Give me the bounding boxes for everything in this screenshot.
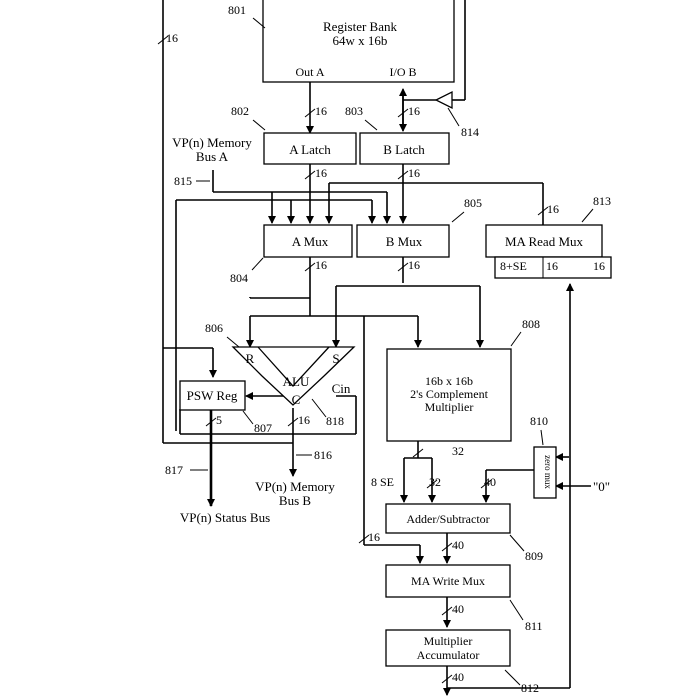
ref-813: 813 bbox=[593, 194, 611, 208]
svg-text:16b x 16b: 16b x 16b bbox=[425, 374, 473, 388]
zero-constant-label: "0" bbox=[593, 479, 610, 494]
svg-text:2's Complement: 2's Complement bbox=[410, 387, 488, 401]
reference-numbers: 801 802 803 804 805 806 807 808 809 810 … bbox=[165, 3, 611, 695]
svg-text:Adder/Subtractor: Adder/Subtractor bbox=[406, 512, 489, 526]
out-a-port: Out A bbox=[295, 65, 324, 79]
b-latch: B Latch bbox=[359, 132, 450, 165]
ref-806: 806 bbox=[205, 321, 223, 335]
io-b-port: I/O B bbox=[390, 65, 417, 79]
width-b-latch: 16 bbox=[408, 166, 420, 180]
svg-text:PSW Reg: PSW Reg bbox=[187, 388, 238, 403]
ma-read-mux: MA Read Mux bbox=[485, 224, 612, 279]
width-a-latch: 16 bbox=[315, 166, 327, 180]
zero-mux: zero mux bbox=[533, 446, 557, 499]
width-a-mux: 16 bbox=[315, 258, 327, 272]
svg-text:A Mux: A Mux bbox=[292, 234, 329, 249]
width-16-adder: 16 bbox=[368, 530, 380, 544]
a-mux: A Mux bbox=[263, 224, 353, 258]
svg-text:Multiplier: Multiplier bbox=[424, 634, 473, 648]
width-ma-read-8se: 8+SE bbox=[500, 259, 527, 273]
ref-803: 803 bbox=[345, 104, 363, 118]
width-multiplier: 32 bbox=[452, 444, 464, 458]
wires bbox=[162, 0, 591, 696]
width-write-mux-out: 40 bbox=[452, 602, 464, 616]
ref-801: 801 bbox=[228, 3, 246, 17]
ref-817: 817 bbox=[165, 463, 183, 477]
ref-814: 814 bbox=[461, 125, 479, 139]
ref-818: 818 bbox=[326, 414, 344, 428]
register-bank-title: Register Bank bbox=[323, 19, 398, 34]
width-adder-out: 40 bbox=[452, 538, 464, 552]
ref-815: 815 bbox=[174, 174, 192, 188]
alu-cin-input: Cin bbox=[332, 381, 351, 396]
multiplier-accumulator: Multiplier Accumulator bbox=[385, 629, 511, 667]
alu: R S ALU C Cin bbox=[231, 346, 356, 407]
ref-802: 802 bbox=[231, 104, 249, 118]
svg-text:zero mux: zero mux bbox=[543, 455, 553, 489]
psw-reg: PSW Reg bbox=[179, 380, 246, 411]
alu-r-input: R bbox=[246, 351, 255, 366]
alu-c-output: C bbox=[292, 392, 301, 407]
svg-text:MA Read Mux: MA Read Mux bbox=[505, 234, 584, 249]
width-ma-read: 16 bbox=[547, 202, 559, 216]
ref-811: 811 bbox=[525, 619, 543, 633]
memory-bus-a-sublabel: Bus A bbox=[196, 149, 229, 164]
width-ma-read-right: 16 bbox=[593, 259, 605, 273]
svg-text:Accumulator: Accumulator bbox=[417, 648, 480, 662]
width-alu-out: 16 bbox=[298, 413, 310, 427]
ref-812: 812 bbox=[521, 681, 539, 695]
width-io-b: 16 bbox=[408, 104, 420, 118]
width-8se: 8 SE bbox=[371, 475, 394, 489]
alu-s-input: S bbox=[332, 351, 339, 366]
adder-subtractor: Adder/Subtractor bbox=[385, 503, 511, 534]
alu-label: ALU bbox=[283, 374, 310, 389]
ref-805: 805 bbox=[464, 196, 482, 210]
svg-text:A Latch: A Latch bbox=[289, 142, 331, 157]
svg-text:B Latch: B Latch bbox=[383, 142, 425, 157]
width-left: 16 bbox=[166, 31, 178, 45]
width-b-mux: 16 bbox=[408, 258, 420, 272]
ref-807: 807 bbox=[254, 421, 272, 435]
register-bank: Register Bank 64w x 16b Out A I/O B bbox=[262, 0, 455, 83]
ref-809: 809 bbox=[525, 549, 543, 563]
width-out-a: 16 bbox=[315, 104, 327, 118]
multiplier: 16b x 16b 2's Complement Multiplier bbox=[386, 348, 512, 442]
ref-816: 816 bbox=[314, 448, 332, 462]
memory-bus-b-label: VP(n) Memory bbox=[255, 479, 335, 494]
width-40-adder: 40 bbox=[484, 475, 496, 489]
width-ma-read-mid: 16 bbox=[546, 259, 558, 273]
status-bus-label: VP(n) Status Bus bbox=[180, 510, 270, 525]
bus-widths: 16 16 16 16 16 16 16 16 8+SE 16 16 5 16 … bbox=[157, 31, 605, 684]
svg-text:Multiplier: Multiplier bbox=[425, 400, 474, 414]
ref-810: 810 bbox=[530, 414, 548, 428]
ref-804: 804 bbox=[230, 271, 248, 285]
ma-write-mux: MA Write Mux bbox=[385, 564, 511, 598]
svg-text:B Mux: B Mux bbox=[386, 234, 423, 249]
width-psw: 5 bbox=[216, 413, 222, 427]
register-bank-size: 64w x 16b bbox=[333, 33, 388, 48]
svg-text:MA Write Mux: MA Write Mux bbox=[411, 574, 485, 588]
memory-bus-b-sublabel: Bus B bbox=[279, 493, 311, 508]
memory-bus-a-label: VP(n) Memory bbox=[172, 135, 252, 150]
b-mux: B Mux bbox=[356, 224, 450, 258]
a-latch: A Latch bbox=[263, 132, 357, 165]
width-acc-out: 40 bbox=[452, 670, 464, 684]
ref-808: 808 bbox=[522, 317, 540, 331]
external-labels: VP(n) Memory Bus A VP(n) Memory Bus B VP… bbox=[172, 135, 610, 525]
